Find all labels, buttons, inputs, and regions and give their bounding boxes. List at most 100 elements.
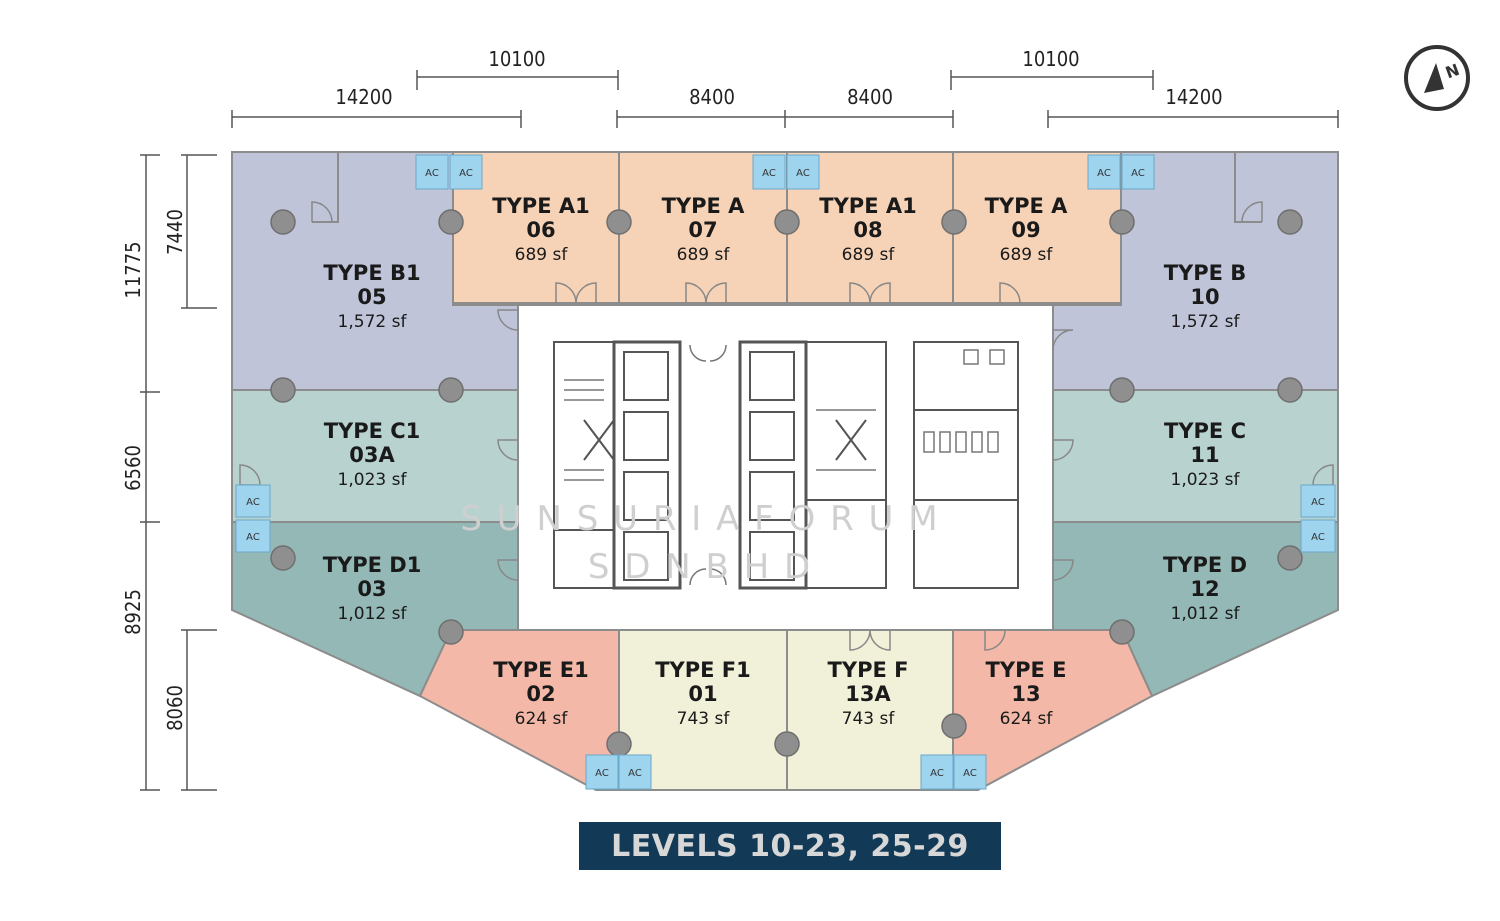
dim-top-lower: 14200 xyxy=(335,85,392,109)
ac-label: AC xyxy=(796,168,810,179)
ac-box xyxy=(752,154,786,190)
dim-top-upper: 10100 xyxy=(488,47,545,71)
ac-box xyxy=(1121,154,1155,190)
columns xyxy=(270,209,1303,757)
unit-area: 743 sf xyxy=(677,709,731,729)
unit-d1-03: TYPE D1 03 1,012 sf xyxy=(323,553,422,624)
ac-label: AC xyxy=(762,168,776,179)
watermark: S U N S U R I A F O R U M S D N B H D xyxy=(460,499,939,587)
ac-box xyxy=(1300,519,1336,553)
unit-e-13: TYPE E 13 624 sf xyxy=(986,658,1067,729)
dim-top-lower: 8400 xyxy=(689,85,735,109)
unit-type-label: TYPE A xyxy=(985,194,1069,218)
unit-number: 13 xyxy=(1011,682,1040,706)
unit-a-07: TYPE A 07 689 sf xyxy=(662,194,746,265)
ac-label: AC xyxy=(246,532,260,543)
unit-area: 1,572 sf xyxy=(338,312,408,332)
unit-area: 1,572 sf xyxy=(1171,312,1241,332)
unit-type-label: TYPE D xyxy=(1163,553,1247,577)
unit-area: 743 sf xyxy=(842,709,896,729)
ac-label: AC xyxy=(595,768,609,779)
ac-box xyxy=(1087,154,1121,190)
dimension-labels: 10100 10100 14200 8400 8400 14200 11775 … xyxy=(121,47,1223,731)
dim-left-outer: 11775 xyxy=(121,241,145,298)
unit-number: 08 xyxy=(853,218,882,242)
watermark-line1: S U N S U R I A F O R U M xyxy=(460,499,939,539)
unit-number: 03A xyxy=(349,443,395,467)
ac-label: AC xyxy=(425,168,439,179)
partition-lines xyxy=(312,152,1262,223)
ac-box xyxy=(920,754,954,790)
ac-label: AC xyxy=(1097,168,1111,179)
unit-f1-01: TYPE F1 01 743 sf xyxy=(655,658,751,729)
unit-number: 12 xyxy=(1190,577,1219,601)
unit-type-label: TYPE A1 xyxy=(819,194,916,218)
ac-labels: AC AC AC AC AC AC AC AC AC AC AC AC AC A… xyxy=(246,168,1325,779)
unit-type-label: TYPE C1 xyxy=(324,419,421,443)
unit-number: 09 xyxy=(1011,218,1040,242)
ac-box xyxy=(449,154,483,190)
unit-type-label: TYPE A1 xyxy=(492,194,589,218)
dim-top-lower: 14200 xyxy=(1165,85,1222,109)
unit-number: 01 xyxy=(688,682,717,706)
ac-box xyxy=(786,154,820,190)
unit-type-label: TYPE A xyxy=(662,194,746,218)
dim-left-outer: 8925 xyxy=(121,589,145,635)
ac-box xyxy=(235,484,271,518)
unit-type-label: TYPE F1 xyxy=(655,658,751,682)
unit-labels: TYPE B1 05 1,572 sf TYPE A1 06 689 sf TY… xyxy=(323,194,1247,729)
unit-area: 689 sf xyxy=(1000,245,1054,265)
unit-area: 1,012 sf xyxy=(1171,604,1241,624)
ac-label: AC xyxy=(1131,168,1145,179)
watermark-line2: S D N B H D xyxy=(588,547,812,587)
north-compass-icon: N xyxy=(1404,45,1470,111)
compass-label: N xyxy=(1443,60,1462,82)
unit-area: 1,023 sf xyxy=(338,470,408,490)
unit-type-label: TYPE F xyxy=(828,658,909,682)
ac-box xyxy=(585,754,619,790)
dimension-lines xyxy=(140,70,1339,791)
unit-number: 05 xyxy=(357,285,386,309)
dim-left-outer: 6560 xyxy=(121,445,145,491)
building-core xyxy=(517,304,1054,631)
ac-label: AC xyxy=(628,768,642,779)
dim-left-inner: 8060 xyxy=(163,685,187,731)
level-banner: LEVELS 10-23, 25-29 xyxy=(579,822,1001,870)
unit-f-13a: TYPE F 13A 743 sf xyxy=(828,658,909,729)
ac-label: AC xyxy=(930,768,944,779)
unit-area: 1,023 sf xyxy=(1171,470,1241,490)
dim-top-lower: 8400 xyxy=(847,85,893,109)
unit-b-10: TYPE B 10 1,572 sf xyxy=(1164,261,1247,332)
unit-b1-05: TYPE B1 05 1,572 sf xyxy=(323,261,420,332)
unit-number: 06 xyxy=(526,218,555,242)
unit-type-label: TYPE C xyxy=(1164,419,1246,443)
ac-box xyxy=(415,154,449,190)
unit-a-09: TYPE A 09 689 sf xyxy=(985,194,1069,265)
unit-d-12: TYPE D 12 1,012 sf xyxy=(1163,553,1247,624)
ac-box xyxy=(618,754,652,790)
level-label: LEVELS 10-23, 25-29 xyxy=(611,828,969,864)
ac-box xyxy=(235,519,271,553)
dim-top-upper: 10100 xyxy=(1022,47,1079,71)
unit-number: 11 xyxy=(1190,443,1219,467)
unit-number: 13A xyxy=(845,682,891,706)
unit-e1-02: TYPE E1 02 624 sf xyxy=(493,658,589,729)
ac-label: AC xyxy=(1311,497,1325,508)
unit-c-11: TYPE C 11 1,023 sf xyxy=(1164,419,1246,490)
unit-number: 07 xyxy=(688,218,717,242)
ac-units xyxy=(235,154,1336,790)
unit-c1-03a: TYPE C1 03A 1,023 sf xyxy=(324,419,421,490)
unit-number: 10 xyxy=(1190,285,1219,309)
ac-box xyxy=(1300,484,1336,518)
unit-area: 1,012 sf xyxy=(338,604,408,624)
unit-area: 689 sf xyxy=(515,245,569,265)
ac-label: AC xyxy=(963,768,977,779)
unit-number: 03 xyxy=(357,577,386,601)
unit-type-label: TYPE D1 xyxy=(323,553,422,577)
unit-type-label: TYPE B1 xyxy=(323,261,420,285)
dim-left-inner: 7440 xyxy=(163,209,187,255)
unit-type-label: TYPE E xyxy=(986,658,1067,682)
unit-a1-06: TYPE A1 06 689 sf xyxy=(492,194,589,265)
unit-area: 689 sf xyxy=(842,245,896,265)
